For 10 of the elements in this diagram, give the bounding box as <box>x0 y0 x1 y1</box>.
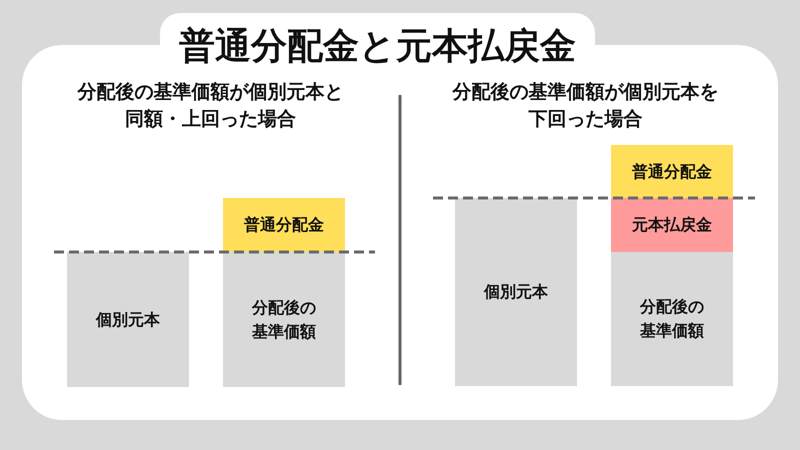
bar-segment: 元本払戻金 <box>611 198 733 252</box>
bar-segment: 個別元本 <box>67 252 189 387</box>
bar-segment: 分配後の基準価額 <box>611 252 733 386</box>
bar-segment: 分配後の基準価額 <box>223 252 345 387</box>
bar-segment: 普通分配金 <box>611 145 733 198</box>
bar-segment: 個別元本 <box>455 198 577 386</box>
title-text: 普通分配金と元本払戻金 <box>178 25 577 69</box>
panel-heading: 分配後の基準価額が個別元本と同額・上回った場合 <box>76 80 344 132</box>
bar-segment: 普通分配金 <box>223 198 345 252</box>
panel-heading: 分配後の基準価額が個別元本を下回った場合 <box>451 80 720 132</box>
